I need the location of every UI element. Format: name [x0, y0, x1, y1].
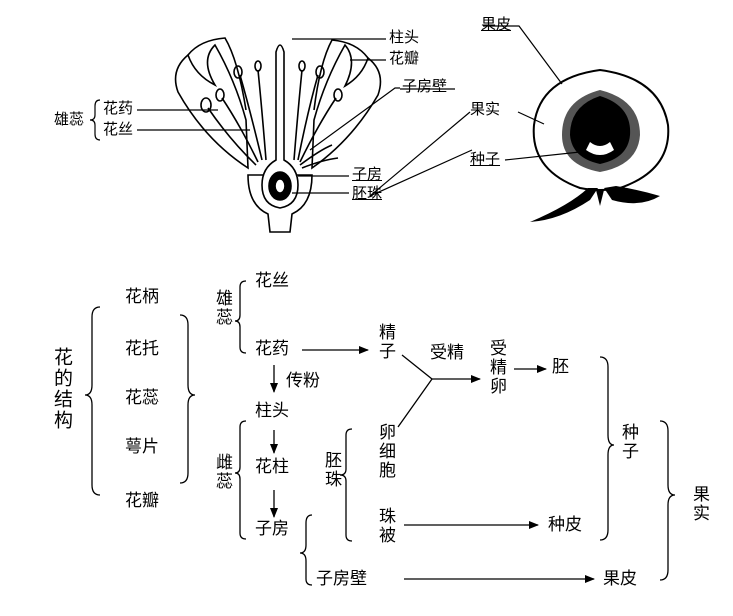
label-flower-structure: 花的结构	[51, 347, 73, 431]
label-anther: 花药	[103, 99, 134, 117]
label-stamen: 雄蕊	[54, 110, 85, 128]
brace-stamen	[234, 280, 247, 354]
label-stamen-structure: 雄蕊	[212, 289, 232, 327]
illustration-svg	[89, 25, 670, 233]
label-fertilization: 受精	[430, 343, 464, 363]
label-pistil: 雌蕊	[212, 453, 232, 491]
label-receptacle: 花托	[125, 339, 159, 359]
label-petal: 花瓣	[389, 49, 420, 67]
label-style: 花柱	[255, 457, 289, 477]
leader-lines	[137, 25, 581, 197]
brace-pistil	[234, 420, 247, 540]
label-ovary-wall: 子房壁	[402, 77, 448, 95]
label-pedicel: 花柄	[125, 287, 159, 307]
label-integument: 珠被	[375, 507, 395, 545]
fertilization-junction	[397, 354, 433, 428]
label-stamens-pistil: 花蕊	[125, 388, 159, 408]
label-petal-structure: 花瓣	[125, 491, 159, 511]
label-ovule: 胚珠	[352, 184, 383, 202]
label-fertilized-egg: 受精卵	[486, 339, 506, 396]
label-seed-structure: 种子	[618, 423, 638, 461]
flower-illustration	[174, 37, 382, 233]
stamen-brace	[89, 99, 101, 141]
label-ovary: 子房	[352, 165, 383, 183]
label-seed-coat: 种皮	[548, 515, 582, 535]
label-fruit-structure: 果实	[689, 485, 709, 523]
brace-flower	[84, 306, 101, 496]
illustration-panel: 柱头 花瓣 子房壁 雄蕊 花药 花丝 子房 胚珠 果皮 果实 种子	[0, 0, 733, 235]
structure-chart: 花的结构 花柄 花托 花蕊 萼片 花瓣 雄蕊 雌蕊 花丝 花药 传粉 柱头 花柱…	[0, 245, 733, 612]
brace-ovary	[299, 514, 313, 586]
label-pericarp-structure: 果皮	[603, 569, 637, 589]
label-filament-structure: 花丝	[255, 271, 289, 291]
brace-seed	[599, 356, 615, 541]
label-fruit: 果实	[470, 100, 501, 118]
label-sepal: 萼片	[125, 437, 159, 457]
fruit-illustration	[530, 68, 670, 222]
label-stigma: 柱头	[389, 28, 420, 46]
label-sperm: 精子	[375, 323, 395, 361]
brace-stamens-pistil	[179, 314, 196, 484]
label-embryo: 胚	[552, 357, 569, 377]
label-pollination: 传粉	[286, 371, 320, 391]
label-filament: 花丝	[103, 120, 134, 138]
label-ovary-structure: 子房	[255, 519, 289, 539]
label-ovule-structure: 胚珠	[321, 451, 341, 489]
label-egg-cell: 卵细胞	[375, 423, 395, 480]
brace-ovule	[339, 428, 353, 542]
label-ovary-wall-structure: 子房壁	[316, 569, 367, 589]
label-anther-structure: 花药	[255, 339, 289, 359]
structure-lines	[84, 280, 676, 586]
label-seed: 种子	[470, 150, 501, 168]
brace-fruit	[659, 420, 676, 581]
label-pericarp: 果皮	[481, 15, 512, 33]
label-stigma-structure: 柱头	[255, 401, 289, 421]
